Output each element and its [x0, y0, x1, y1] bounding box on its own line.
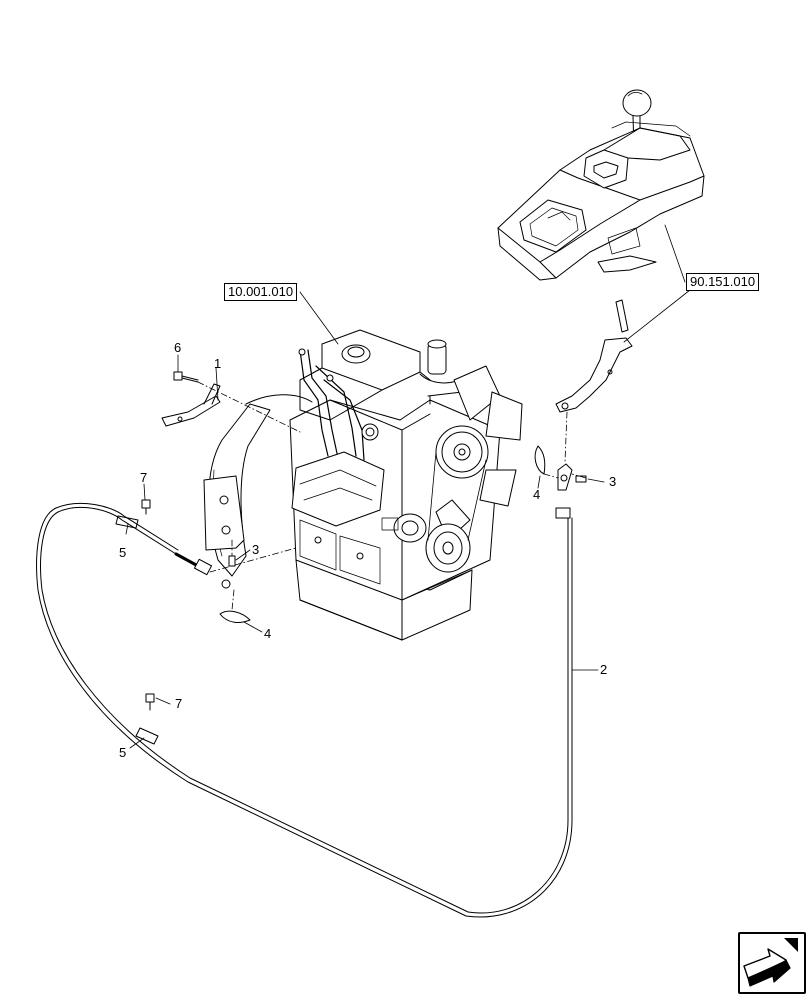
next-page-button[interactable]	[738, 932, 806, 994]
engine-assembly	[203, 329, 523, 641]
callout-5-lower: 5	[119, 745, 127, 760]
cable-clamp-part-5-lower	[135, 727, 159, 745]
callout-3-left: 3	[252, 542, 260, 557]
callout-2: 2	[600, 662, 608, 677]
callout-6: 6	[174, 340, 182, 355]
callout-4-left: 4	[264, 626, 272, 641]
callout-1: 1	[214, 356, 222, 371]
callout-4-right: 4	[533, 487, 541, 502]
callout-3-right: 3	[609, 474, 617, 489]
reference-engine[interactable]: 10.001.010	[224, 283, 298, 301]
control-lever-bracket	[555, 299, 633, 413]
cable-end-engine	[174, 552, 231, 589]
reference-control-console[interactable]: 90.151.010	[686, 273, 760, 291]
callout-7-lower: 7	[175, 696, 183, 711]
throttle-cable	[36, 502, 573, 918]
callout-5-upper: 5	[119, 545, 127, 560]
callout-leaders	[125, 224, 691, 749]
bolt-part-6	[173, 371, 199, 383]
assembly-guide-lines	[145, 381, 587, 611]
cable-end-lever	[555, 463, 573, 519]
callout-7-upper: 7	[140, 470, 148, 485]
pin-part-3-right	[575, 475, 587, 483]
stop-bracket-part	[161, 383, 221, 427]
clip-part-4-left	[219, 610, 251, 623]
control-console	[497, 89, 705, 281]
clip-part-4-right	[534, 445, 546, 475]
next-page-arrow-icon	[743, 938, 798, 987]
bolt-part-7-lower	[145, 693, 155, 711]
pin-part-3-left	[228, 555, 236, 567]
